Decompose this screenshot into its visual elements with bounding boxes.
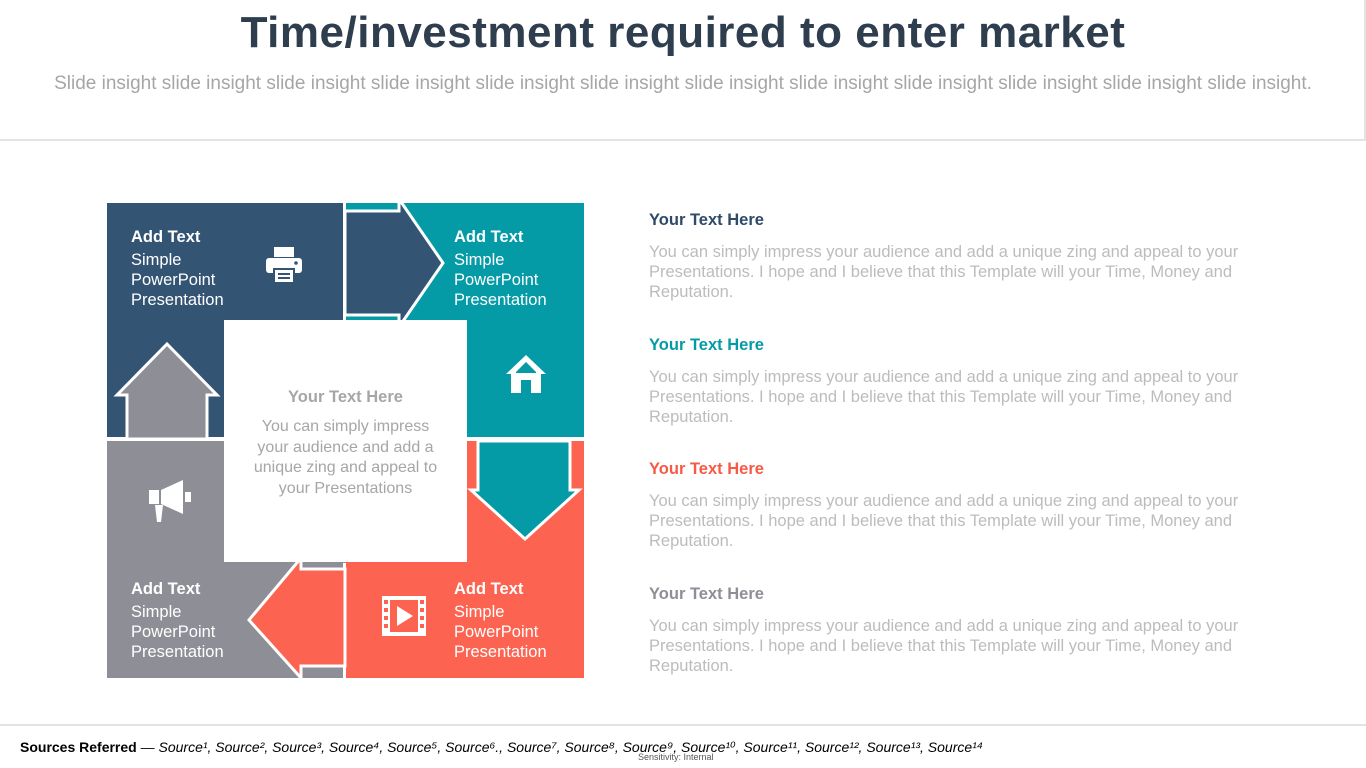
sources-referred: Sources Referred — Source¹, Source², Sou… [20, 739, 983, 756]
footer-divider [0, 724, 1366, 726]
quadrant-text-top-right: Add Text Simple PowerPoint Presentation [454, 227, 547, 310]
quadrant-heading: Add Text [131, 228, 201, 246]
quadrant-heading: Add Text [454, 580, 524, 598]
printer-icon [266, 247, 302, 284]
quadrant-body-line: Presentation [131, 291, 224, 309]
center-body: You can simply impress your audience and… [253, 418, 438, 497]
quadrant-body-line: Simple [131, 603, 182, 621]
quadrant-text-bottom-right: Add Text Simple PowerPoint Presentation [454, 579, 547, 662]
sensitivity-label: Sensitivity: Internal [638, 752, 714, 762]
quadrant-body-line: Presentation [454, 643, 547, 661]
text-item-heading: Your Text Here [649, 460, 764, 478]
text-item-heading: Your Text Here [649, 585, 764, 603]
quadrant-body-line: PowerPoint [131, 271, 216, 289]
sources-label: Sources Referred [20, 739, 137, 755]
text-item-body: You can simply impress your audience and… [649, 243, 1239, 301]
text-item-body: You can simply impress your audience and… [649, 617, 1239, 675]
quadrant-body-line: PowerPoint [131, 623, 216, 641]
quadrant-body-line: Presentation [454, 291, 547, 309]
quadrant-text-top-left: Add Text Simple PowerPoint Presentation [131, 227, 224, 310]
megaphone-icon [149, 480, 191, 522]
header-right-border [1364, 0, 1366, 140]
sources-list: — Source¹, Source², Source³, Source⁴, So… [136, 739, 983, 755]
quadrant-body-line: Presentation [131, 643, 224, 661]
page-title: Time/investment required to enter market [240, 8, 1126, 57]
quadrant-heading: Add Text [454, 228, 524, 246]
quadrant-body-line: PowerPoint [454, 271, 539, 289]
quadrant-diagram: Add Text Simple PowerPoint Presentation … [107, 203, 584, 678]
arrow-down [467, 439, 583, 542]
text-item-heading: Your Text Here [649, 336, 764, 354]
separator-right [467, 437, 584, 441]
text-item: Your Text Here You can simply impress yo… [649, 460, 1289, 551]
text-item-body: You can simply impress your audience and… [649, 368, 1239, 426]
home-icon [506, 355, 546, 393]
quadrant-body-line: Simple [454, 251, 505, 269]
text-item-body: You can simply impress your audience and… [649, 492, 1239, 550]
center-text-box: Your Text Here You can simply impress yo… [224, 320, 467, 562]
header-divider [0, 139, 1366, 141]
slide-insight: Slide insight slide insight slide insigh… [54, 73, 1312, 94]
video-icon [382, 596, 426, 636]
quadrant-text-bottom-left: Add Text Simple PowerPoint Presentation [131, 579, 224, 662]
text-item: Your Text Here You can simply impress yo… [649, 211, 1289, 302]
arrow-up [113, 341, 221, 441]
arrow-right [343, 203, 445, 332]
quadrant-heading: Add Text [131, 580, 201, 598]
quadrant-body-line: PowerPoint [454, 623, 539, 641]
text-item: Your Text Here You can simply impress yo… [649, 585, 1289, 676]
text-item-heading: Your Text Here [649, 211, 764, 229]
center-heading: Your Text Here [288, 388, 403, 406]
text-item: Your Text Here You can simply impress yo… [649, 336, 1289, 427]
quadrant-body-line: Simple [454, 603, 505, 621]
quadrant-body-line: Simple [131, 251, 182, 269]
arrow-left [247, 553, 347, 678]
